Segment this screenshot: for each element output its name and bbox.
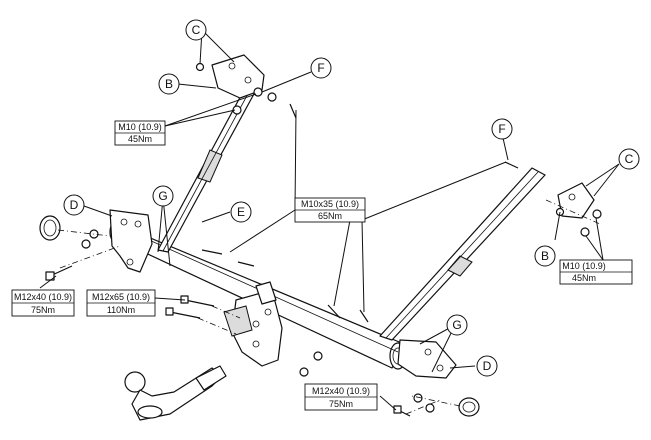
callout-d-right-label: D: [483, 359, 492, 373]
callout-d-left-label: D: [70, 198, 79, 212]
callout-f-top-label: F: [317, 61, 324, 75]
callout-b-right-label: B: [541, 249, 549, 263]
callout-g-left: G: [152, 185, 174, 207]
spec-m10-top-torque: 45Nm: [128, 134, 152, 144]
left-mounting-plate: [109, 209, 153, 273]
spec-box-m10x35: M10x35 (10.9) 65Nm: [294, 197, 366, 223]
callout-c-right-label: C: [625, 152, 634, 166]
spec-m10-top-bolt: M10 (10.9): [118, 122, 162, 132]
spec-m12x40-left-torque: 75Nm: [31, 305, 55, 315]
spec-m12x65-torque: 110Nm: [107, 305, 135, 315]
spec-box-m10-top: M10 (10.9) 45Nm: [114, 120, 166, 146]
spec-box-m12x40-bottom: M12x40 (10.9) 75Nm: [304, 383, 378, 411]
callout-d-left: D: [63, 194, 85, 216]
spec-m10-right-torque: 45Nm: [572, 273, 596, 283]
callout-d-right: D: [476, 355, 498, 377]
callout-g-left-label: G: [158, 189, 167, 203]
callout-b-right: B: [534, 245, 556, 267]
callout-c-top: C: [185, 19, 207, 41]
tow-ball-neck: [124, 365, 227, 421]
right-bracket: [555, 182, 602, 237]
spec-m12x40-left-bolt: M12x40 (10.9): [14, 292, 72, 302]
spec-m10x35-bolt: M10x35 (10.9): [301, 199, 359, 209]
spec-m12x65-bolt: M12x65 (10.9): [92, 292, 150, 302]
spec-m12x40-bottom-bolt: M12x40 (10.9): [312, 386, 370, 396]
spec-box-m10-right: M10 (10.9) 45Nm: [559, 259, 633, 285]
spec-m10x35-torque: 65Nm: [318, 211, 342, 221]
callout-f-right-label: F: [498, 122, 505, 136]
callout-c-top-label: C: [192, 23, 201, 37]
end-cap-right: [458, 397, 480, 417]
spec-m10-right-bolt: M10 (10.9): [562, 261, 606, 271]
spec-box-m12x65: M12x65 (10.9) 110Nm: [86, 289, 156, 317]
callout-f-top: F: [310, 57, 332, 79]
assembly-centerlines: [57, 199, 601, 415]
callout-c-right: C: [618, 148, 640, 170]
right-mounting-plate: [397, 339, 457, 379]
spec-box-m12x40-left: M12x40 (10.9) 75Nm: [11, 289, 75, 317]
callout-b-top: B: [158, 73, 180, 95]
callout-g-right-label: G: [452, 318, 461, 332]
callout-g-right: G: [446, 314, 468, 336]
center-hitch-bracket: [223, 281, 283, 367]
callout-b-top-label: B: [165, 77, 173, 91]
end-cap-left: [39, 215, 61, 241]
callout-f-right: F: [491, 118, 513, 140]
callout-e-mid-label: E: [237, 205, 245, 219]
callout-e-mid: E: [230, 201, 252, 223]
right-side-arm: [379, 167, 546, 341]
left-side-arm: [157, 87, 256, 253]
spec-m12x40-bottom-torque: 75Nm: [329, 399, 353, 409]
